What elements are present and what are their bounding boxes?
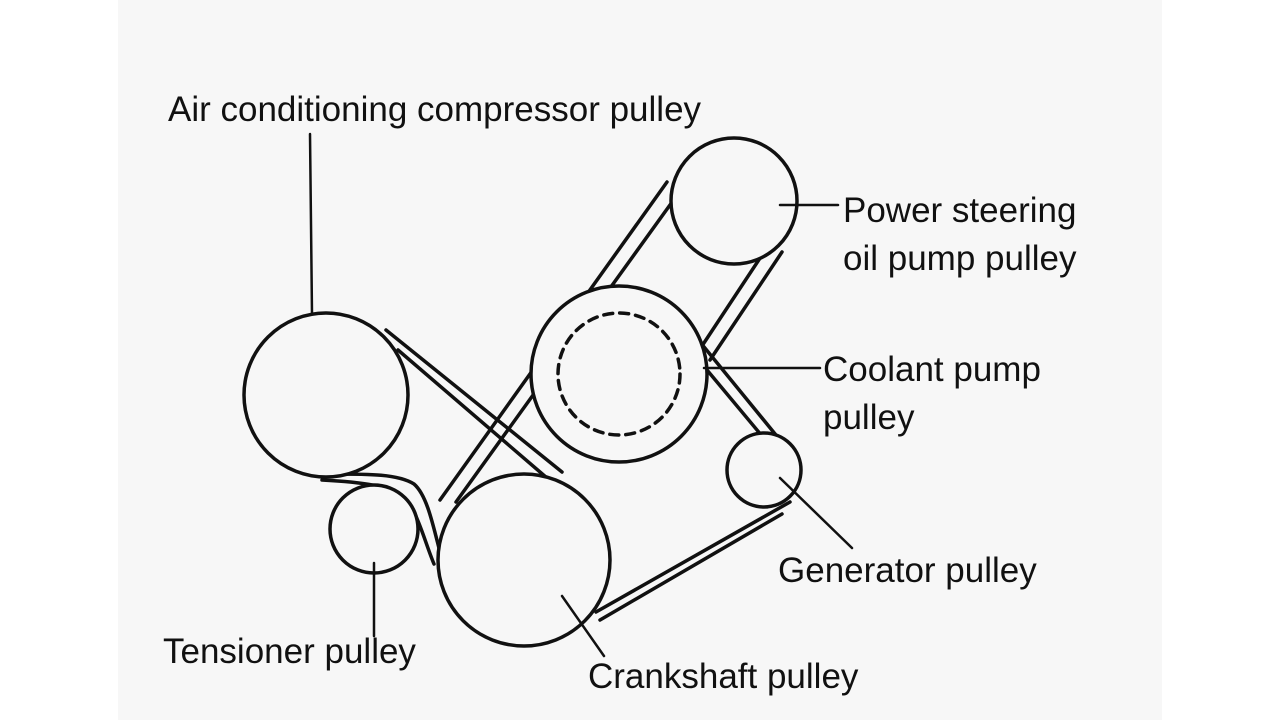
power-steering-label-line1: Power steering (843, 191, 1077, 230)
coolant-pump-pulley (556, 311, 682, 437)
leader-lines (308, 132, 854, 658)
power-steering-pulley (669, 136, 799, 266)
ac-leader-line (308, 132, 314, 316)
ac-compressor-pulley-label: Air conditioning compressor pulley (168, 86, 701, 134)
crankshaft-pulley (436, 472, 612, 648)
coolant-label-line1: Coolant pump (823, 350, 1041, 389)
power-steering-pulley-label: Power steering oil pump pulley (843, 187, 1076, 283)
power-steering-label-line2: oil pump pulley (843, 239, 1077, 278)
ac-compressor-pulley (242, 311, 410, 479)
crankshaft-pulley-label: Crankshaft pulley (588, 653, 858, 701)
ac-compressor-label-text: Air conditioning compressor pulley (168, 90, 702, 129)
crankshaft-leader-line (560, 594, 606, 658)
crankshaft-label-text: Crankshaft pulley (588, 657, 859, 696)
generator-pulley-label: Generator pulley (778, 547, 1037, 595)
generator-pulley (725, 431, 803, 509)
generator-label-text: Generator pulley (778, 551, 1037, 590)
tensioner-label-text: Tensioner pulley (163, 632, 416, 671)
generator-leader-line (778, 476, 854, 550)
tensioner-pulley (328, 483, 420, 575)
tensioner-pulley-label: Tensioner pulley (163, 628, 416, 676)
coolant-label-line2: pulley (823, 398, 915, 437)
coolant-pump-pulley-label: Coolant pump pulley (823, 346, 1041, 442)
